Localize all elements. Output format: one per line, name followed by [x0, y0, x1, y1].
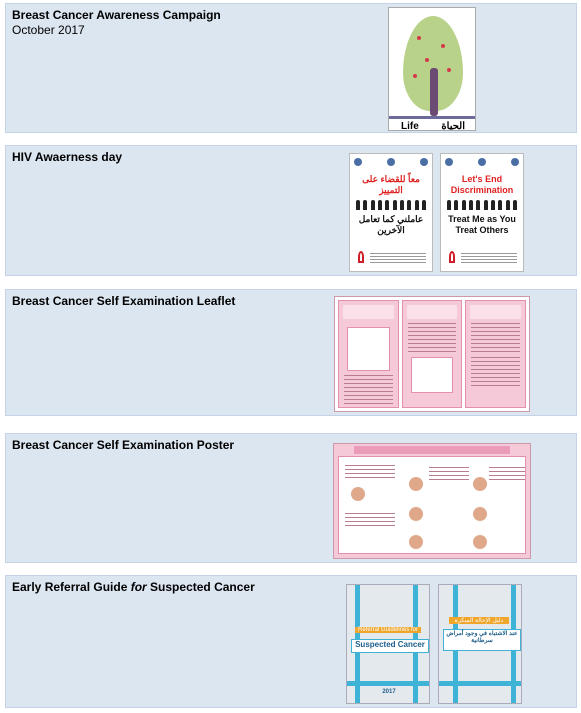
ribbon-dot	[447, 68, 451, 72]
figure	[409, 477, 423, 491]
cover-main-title: Suspected Cancer	[351, 639, 429, 653]
row-title: Breast Cancer Self Examination Poster	[12, 438, 235, 452]
logo-icons	[354, 158, 428, 166]
ribbon-dot	[417, 36, 421, 40]
referral-cover-english: Referral Guidelines for Suspected Cancer…	[346, 584, 430, 704]
row-hiv-awareness: HIV Awaerness day معاً للقضاء على التميي…	[5, 145, 577, 276]
row-self-exam-poster: Breast Cancer Self Examination Poster	[5, 433, 577, 563]
cover-banner: دليل الإحالة المبكرة	[449, 617, 509, 624]
cover-banner: Referral Guidelines for	[355, 627, 421, 633]
figure	[351, 487, 365, 501]
ribbon-dot	[441, 44, 445, 48]
row-self-exam-leaflet: Breast Cancer Self Examination Leaflet	[5, 289, 577, 416]
row-subtitle: October 2017	[12, 23, 85, 37]
people-figures	[447, 200, 517, 210]
row-early-referral-guide: Early Referral Guide for Suspected Cance…	[5, 575, 577, 708]
life-poster-image: Life الحياة	[388, 7, 476, 131]
red-ribbon-icon	[358, 251, 364, 263]
leaflet-image	[334, 296, 530, 412]
referral-cover-arabic: دليل الإحالة المبكرة عند الاشتباه في وجو…	[438, 584, 522, 704]
people-figures	[356, 200, 426, 210]
poster-slogan: عاملني كما تعامل الآخرين	[358, 214, 424, 235]
figure	[473, 535, 487, 549]
text-block	[345, 513, 395, 527]
ribbon-dot	[413, 74, 417, 78]
poster-label-english: Life	[401, 121, 419, 131]
poster-headline: Let's End Discrimination	[450, 174, 514, 195]
row-title: Early Referral Guide for Suspected Cance…	[12, 580, 255, 594]
poster-headline: معاً للقضاء على التمييز	[362, 174, 420, 195]
row-title: Breast Cancer Awareness Campaign	[12, 8, 221, 22]
poster-slogan: Treat Me as You Treat Others	[448, 214, 516, 235]
cover-year: 2017	[382, 689, 396, 695]
fine-print	[461, 253, 517, 263]
poster-header	[354, 446, 510, 454]
self-exam-poster-image	[333, 443, 531, 559]
figure	[473, 477, 487, 491]
leaflet-panel	[401, 300, 463, 408]
fine-print	[370, 253, 426, 263]
figure	[409, 507, 423, 521]
figure	[473, 507, 487, 521]
text-block	[429, 467, 469, 481]
text-block	[489, 467, 525, 481]
logo-icons	[445, 158, 519, 166]
row-breast-cancer-awareness: Breast Cancer Awareness Campaign October…	[5, 3, 577, 133]
hiv-poster-arabic: معاً للقضاء على التمييز عاملني كما تعامل…	[349, 153, 433, 272]
hiv-poster-english: Let's End Discrimination Treat Me as You…	[440, 153, 524, 272]
leaflet-panel	[338, 300, 399, 408]
poster-body	[338, 456, 526, 554]
red-ribbon-icon	[449, 251, 455, 263]
row-title: Breast Cancer Self Examination Leaflet	[12, 294, 236, 308]
tree-trunk	[430, 68, 438, 116]
leaflet-panel	[465, 300, 527, 408]
text-block	[345, 465, 395, 479]
poster-label-arabic: الحياة	[441, 121, 465, 131]
figure	[409, 535, 423, 549]
row-title: HIV Awaerness day	[12, 150, 123, 164]
ribbon-dot	[425, 58, 429, 62]
poster-strip	[389, 116, 475, 119]
cover-main-title: عند الاشتباه في وجود أمراض سرطانية	[443, 629, 521, 651]
